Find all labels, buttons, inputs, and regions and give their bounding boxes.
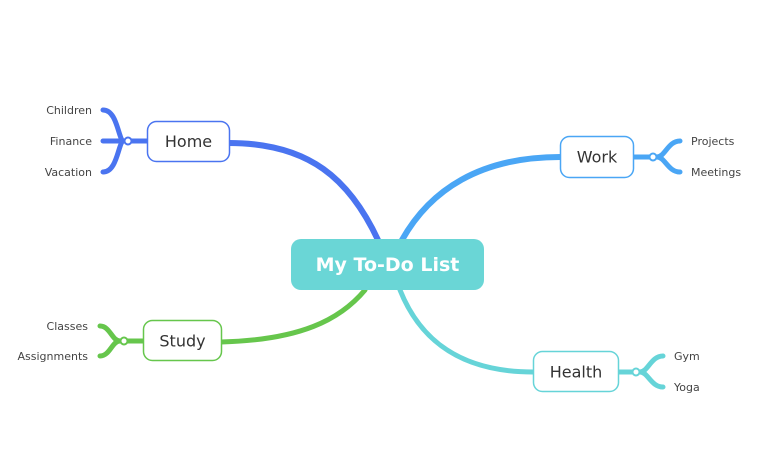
subtopic-gym[interactable]: Gym [674, 350, 700, 363]
home-junction [123, 136, 133, 146]
topic-health[interactable]: Health [532, 350, 620, 393]
subtopic-vacation[interactable]: Vacation [45, 166, 92, 179]
connector-home [226, 140, 381, 243]
central-topic-label: My To-Do List [316, 254, 460, 276]
topic-work[interactable]: Work [559, 135, 635, 179]
subtopic-yoga[interactable]: Yoga [673, 381, 700, 394]
topic-study[interactable]: Study [142, 319, 223, 362]
central-topic[interactable]: My To-Do List [291, 239, 484, 290]
topic-health-label: Health [550, 363, 603, 382]
subtopic-assignments[interactable]: Assignments [18, 350, 89, 363]
connector-work [399, 154, 563, 243]
topic-home-label: Home [165, 132, 212, 151]
work-junction [648, 152, 658, 162]
subtopic-finance[interactable]: Finance [50, 135, 92, 148]
health-junction [631, 367, 641, 377]
connector-study [218, 287, 368, 345]
topic-study-label: Study [159, 332, 205, 351]
health-branches [615, 353, 666, 390]
connector-health [397, 287, 536, 375]
subtopic-classes[interactable]: Classes [47, 320, 89, 333]
topic-work-label: Work [577, 148, 618, 167]
subtopic-children[interactable]: Children [46, 104, 92, 117]
home-branches [100, 107, 150, 175]
work-branches [630, 138, 683, 175]
subtopic-projects[interactable]: Projects [691, 135, 735, 148]
topic-home[interactable]: Home [146, 120, 231, 163]
study-junction [119, 336, 129, 346]
study-branches [97, 323, 146, 359]
subtopic-meetings[interactable]: Meetings [691, 166, 741, 179]
